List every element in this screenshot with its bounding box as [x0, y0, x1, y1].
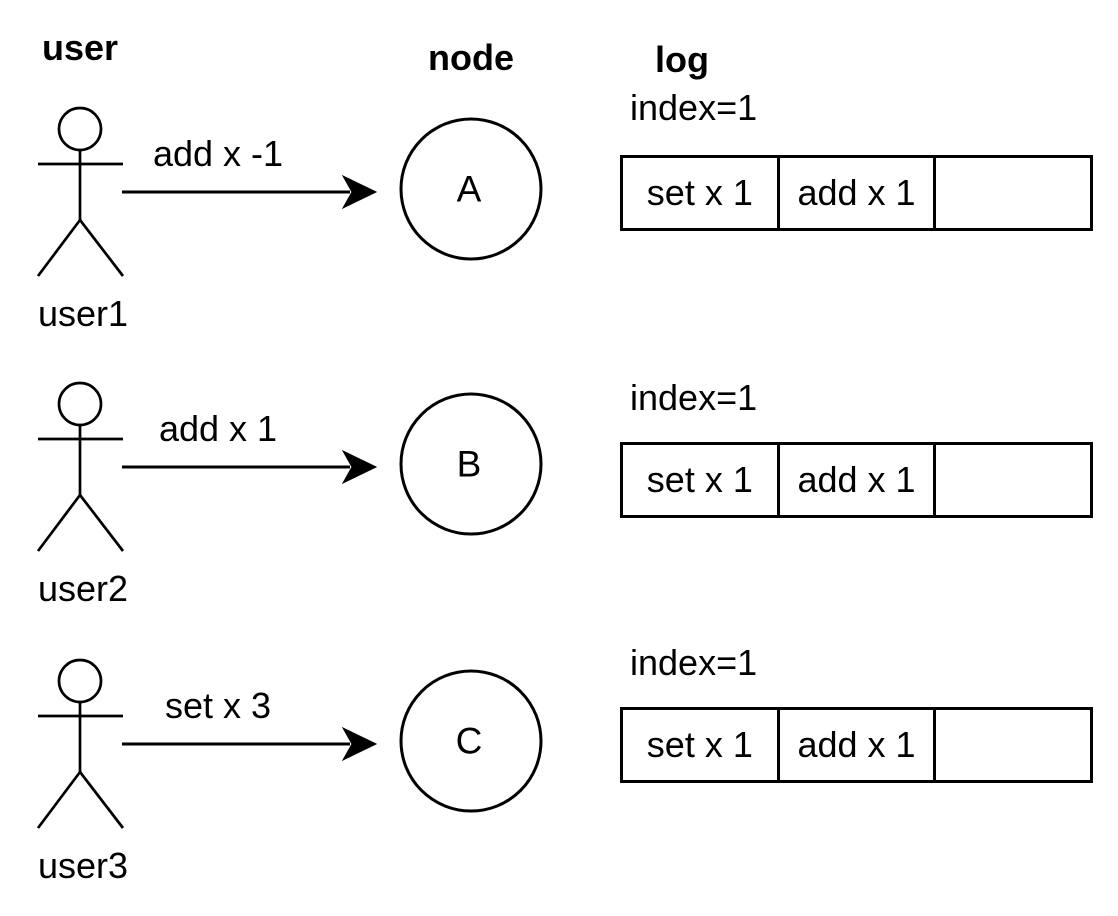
actor-right-leg: [78, 494, 125, 552]
column-header-log: log: [655, 39, 709, 80]
log-cell: [936, 445, 1090, 515]
log-cell: add x 1: [780, 445, 937, 515]
actor-head: [57, 381, 103, 427]
log-index-row2: index=1: [630, 377, 758, 418]
user-label-row2: user2: [38, 568, 129, 609]
actor-figure-user2: [36, 381, 125, 552]
log-cell: set x 1: [623, 158, 780, 228]
column-header-node: node: [428, 37, 514, 78]
node-circle-c: [399, 669, 543, 813]
actor-figure-user1: [36, 106, 125, 277]
arrow-label-row2: add x 1: [158, 408, 278, 449]
actor-right-leg: [78, 219, 125, 277]
log-cell: add x 1: [780, 710, 937, 780]
log-table-row2: set x 1 add x 1: [620, 442, 1093, 518]
actor-figure-user3: [36, 658, 125, 829]
log-table-row3: set x 1 add x 1: [620, 707, 1093, 783]
user-label-row1: user1: [38, 293, 129, 334]
arrow-label-row1: add x -1: [152, 133, 284, 174]
actor-left-leg: [36, 494, 82, 552]
log-table-row1: set x 1 add x 1: [620, 155, 1093, 231]
log-cell: set x 1: [623, 710, 780, 780]
node-label-a: A: [456, 168, 482, 210]
actor-head: [57, 658, 103, 704]
actor-left-leg: [36, 771, 82, 829]
arrowhead-icon: [341, 449, 378, 485]
log-cell: set x 1: [623, 445, 780, 515]
actor-right-leg: [78, 771, 125, 829]
user-label-row3: user3: [38, 845, 129, 886]
log-cell: add x 1: [780, 158, 937, 228]
node-circle-a: [399, 117, 543, 261]
arrow-label-row3: set x 3: [164, 685, 272, 726]
arrow-user3-to-node-c: [122, 726, 378, 762]
actor-head: [57, 106, 103, 152]
column-header-user: user: [41, 27, 119, 68]
node-circle-b: [399, 392, 543, 536]
arrowhead-icon: [341, 174, 378, 210]
arrow-user1-to-node-a: [122, 174, 378, 210]
log-index-row3: index=1: [630, 642, 758, 683]
log-cell: [936, 710, 1090, 780]
arrowhead-icon: [341, 726, 378, 762]
arrow-user2-to-node-b: [122, 449, 378, 485]
node-label-b: B: [456, 443, 482, 485]
log-cell: [936, 158, 1090, 228]
node-label-c: C: [455, 720, 483, 762]
actor-left-leg: [36, 219, 82, 277]
log-index-row1: index=1: [630, 87, 758, 128]
